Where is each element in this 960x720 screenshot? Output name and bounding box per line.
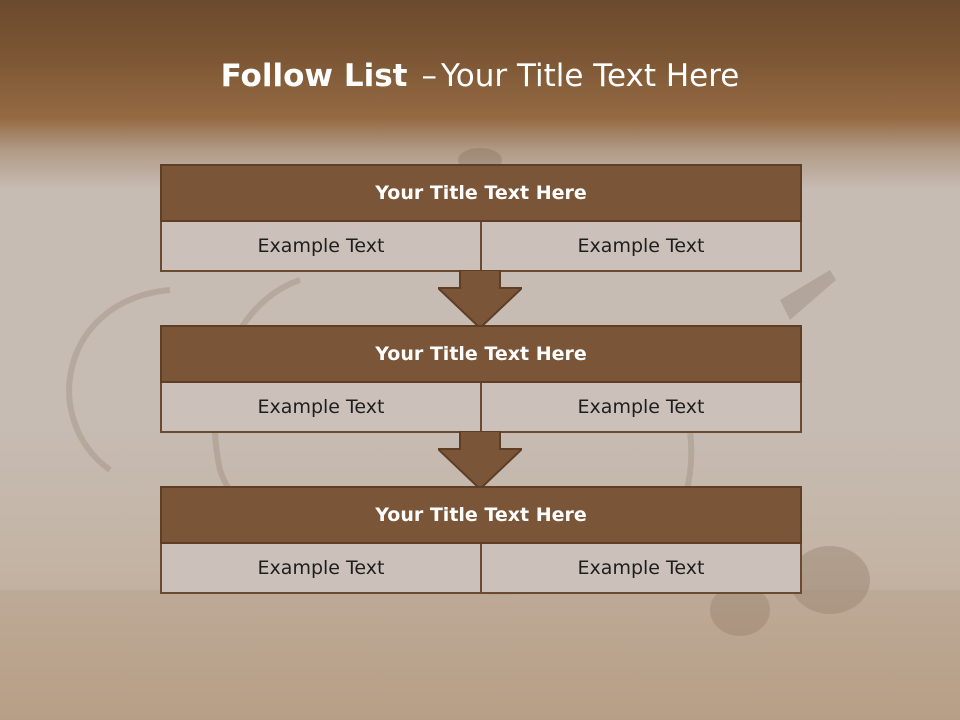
block-title: Your Title Text Here: [160, 164, 802, 222]
block-right-text: Example Text: [480, 383, 800, 431]
list-block-3: Your Title Text Here Example Text Exampl…: [160, 486, 802, 594]
block-left-text: Example Text: [162, 544, 480, 592]
block-row: Example Text Example Text: [160, 383, 802, 433]
slide-title: Follow List–Your Title Text Here: [0, 54, 960, 98]
list-block-2: Your Title Text Here Example Text Exampl…: [160, 325, 802, 433]
list-block-1: Your Title Text Here Example Text Exampl…: [160, 164, 802, 272]
block-right-text: Example Text: [480, 544, 800, 592]
title-rest: Your Title Text Here: [440, 58, 740, 94]
block-row: Example Text Example Text: [160, 222, 802, 272]
block-right-text: Example Text: [480, 222, 800, 270]
block-left-text: Example Text: [162, 222, 480, 270]
title-bold: Follow List: [220, 58, 408, 94]
block-row: Example Text Example Text: [160, 544, 802, 594]
block-title: Your Title Text Here: [160, 486, 802, 544]
block-left-text: Example Text: [162, 383, 480, 431]
title-separator: –: [421, 58, 437, 94]
block-title: Your Title Text Here: [160, 325, 802, 383]
down-arrow-icon: [438, 431, 522, 491]
down-arrow-icon: [438, 270, 522, 330]
